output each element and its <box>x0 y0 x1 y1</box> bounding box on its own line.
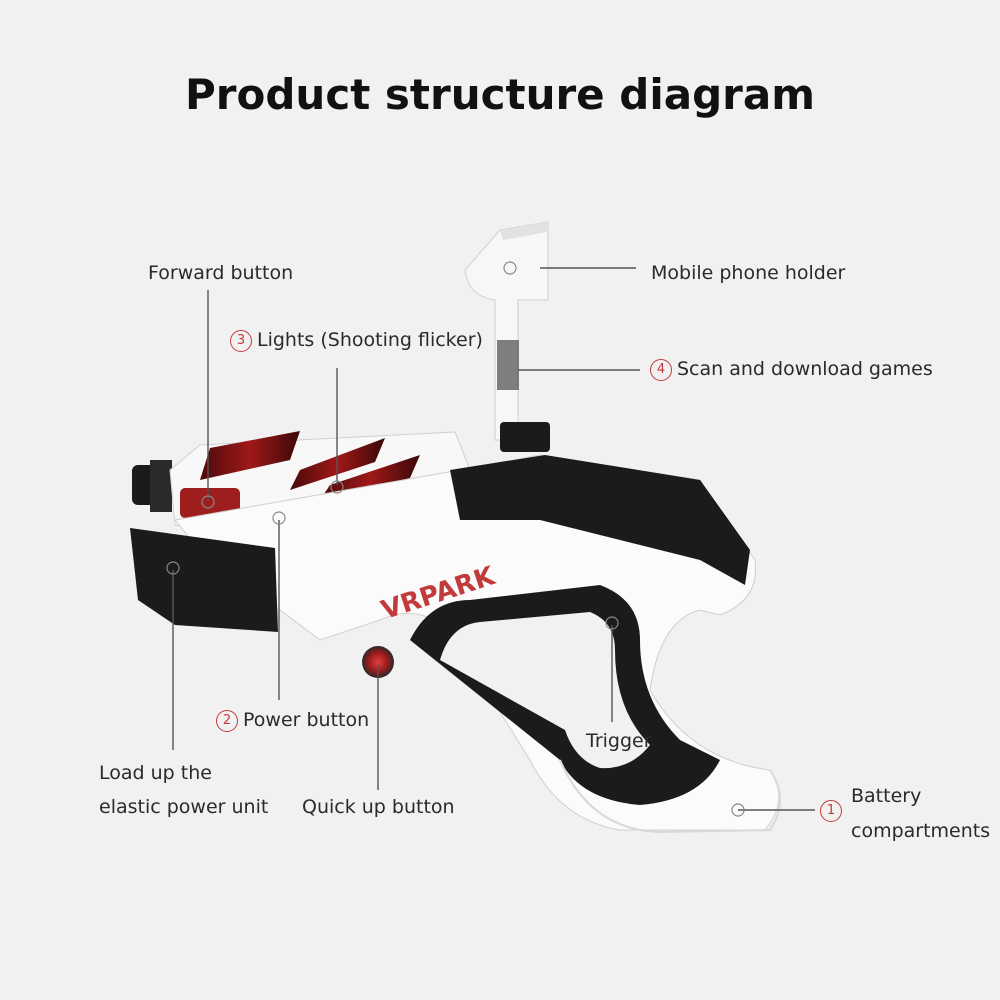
number-badge: 4 <box>650 359 672 381</box>
mobile-phone-holder <box>464 221 550 452</box>
label-trigger: Trigger <box>586 724 652 758</box>
label-text-line2: elastic power unit <box>99 796 269 818</box>
label-text: Quick up button <box>302 796 455 818</box>
label-mobile-phone-holder: Mobile phone holder <box>651 256 845 290</box>
number-badge: 1 <box>820 800 842 822</box>
label-load-up-line2: elastic power unit <box>99 790 268 824</box>
label-text: Trigger <box>586 730 652 752</box>
label-quick-up-button: Quick up button <box>302 790 455 824</box>
quick-up-button <box>362 646 394 678</box>
main-body <box>174 454 780 831</box>
label-text: Scan and download games <box>677 358 933 380</box>
elastic-power-unit <box>130 528 278 632</box>
label-forward-button: Forward button <box>148 256 293 290</box>
connector-lines <box>172 267 815 811</box>
number-badge: 3 <box>230 330 252 352</box>
label-text: Mobile phone holder <box>651 262 846 284</box>
front-red-light <box>180 488 240 518</box>
qr-code <box>497 340 519 390</box>
label-battery-line2: compartments <box>851 814 990 848</box>
label-text-line2: compartments <box>851 820 991 842</box>
label-text: Lights (Shooting flicker) <box>257 329 483 351</box>
label-battery-number: 1 <box>820 793 847 827</box>
diagram-title: Product structure diagram <box>185 70 815 119</box>
muzzle <box>132 460 172 512</box>
label-battery: Battery <box>851 779 921 813</box>
label-load-up: Load up the <box>99 756 212 790</box>
label-text-line1: Battery <box>851 785 922 807</box>
number-badge: 2 <box>216 710 238 732</box>
label-text-line1: Load up the <box>99 762 212 784</box>
label-text: Forward button <box>148 262 294 284</box>
target-markers <box>166 261 745 817</box>
label-text: Power button <box>243 709 370 731</box>
